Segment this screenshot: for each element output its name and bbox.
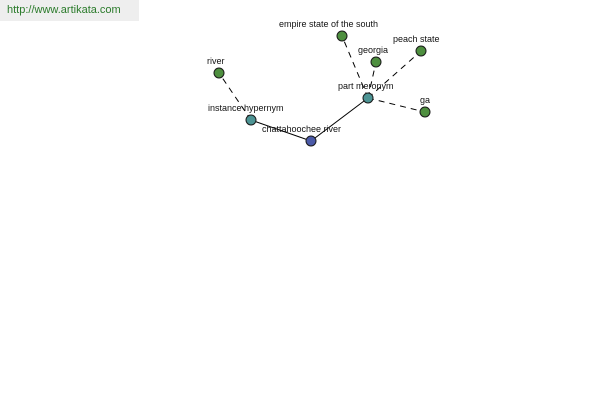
edge-part-meronym-to-empire-state xyxy=(341,35,369,99)
node-chattahoochee[interactable] xyxy=(305,135,317,147)
node-part-meronym[interactable] xyxy=(362,92,374,104)
edge-part-meronym-to-ga xyxy=(367,97,426,113)
node-peach-state[interactable] xyxy=(415,45,427,57)
graph-labels: chattahoochee river instance hypernym part… xyxy=(207,19,440,134)
graph-edges xyxy=(218,35,426,142)
node-georgia[interactable] xyxy=(370,56,382,68)
edge-instance-hypernym-to-river xyxy=(218,72,252,121)
node-empire-state[interactable] xyxy=(336,30,348,42)
graph-nodes xyxy=(213,30,431,147)
edge-part-meronym-to-georgia xyxy=(367,61,377,99)
edge-chattahoochee-to-instance-hypernym xyxy=(250,119,312,142)
node-label-river[interactable]: river xyxy=(207,56,225,66)
node-label-peach-state[interactable]: peach state xyxy=(393,34,440,44)
site-url-link[interactable]: http://www.artikata.com xyxy=(7,4,121,16)
node-label-chattahoochee[interactable]: chattahoochee river xyxy=(262,124,341,134)
url-badge: http://www.artikata.com xyxy=(0,0,139,21)
node-label-instance-hypernym[interactable]: instance hypernym xyxy=(208,103,284,113)
edge-part-meronym-to-peach-state xyxy=(367,50,422,99)
node-label-empire-state[interactable]: empire state of the south xyxy=(279,19,378,29)
node-instance-hypernym[interactable] xyxy=(245,114,257,126)
node-label-part-meronym[interactable]: part meronym xyxy=(338,81,394,91)
node-river[interactable] xyxy=(213,67,225,79)
node-ga[interactable] xyxy=(419,106,431,118)
node-label-georgia[interactable]: georgia xyxy=(358,45,388,55)
node-label-ga[interactable]: ga xyxy=(420,95,430,105)
edge-chattahoochee-to-part-meronym xyxy=(310,97,369,142)
